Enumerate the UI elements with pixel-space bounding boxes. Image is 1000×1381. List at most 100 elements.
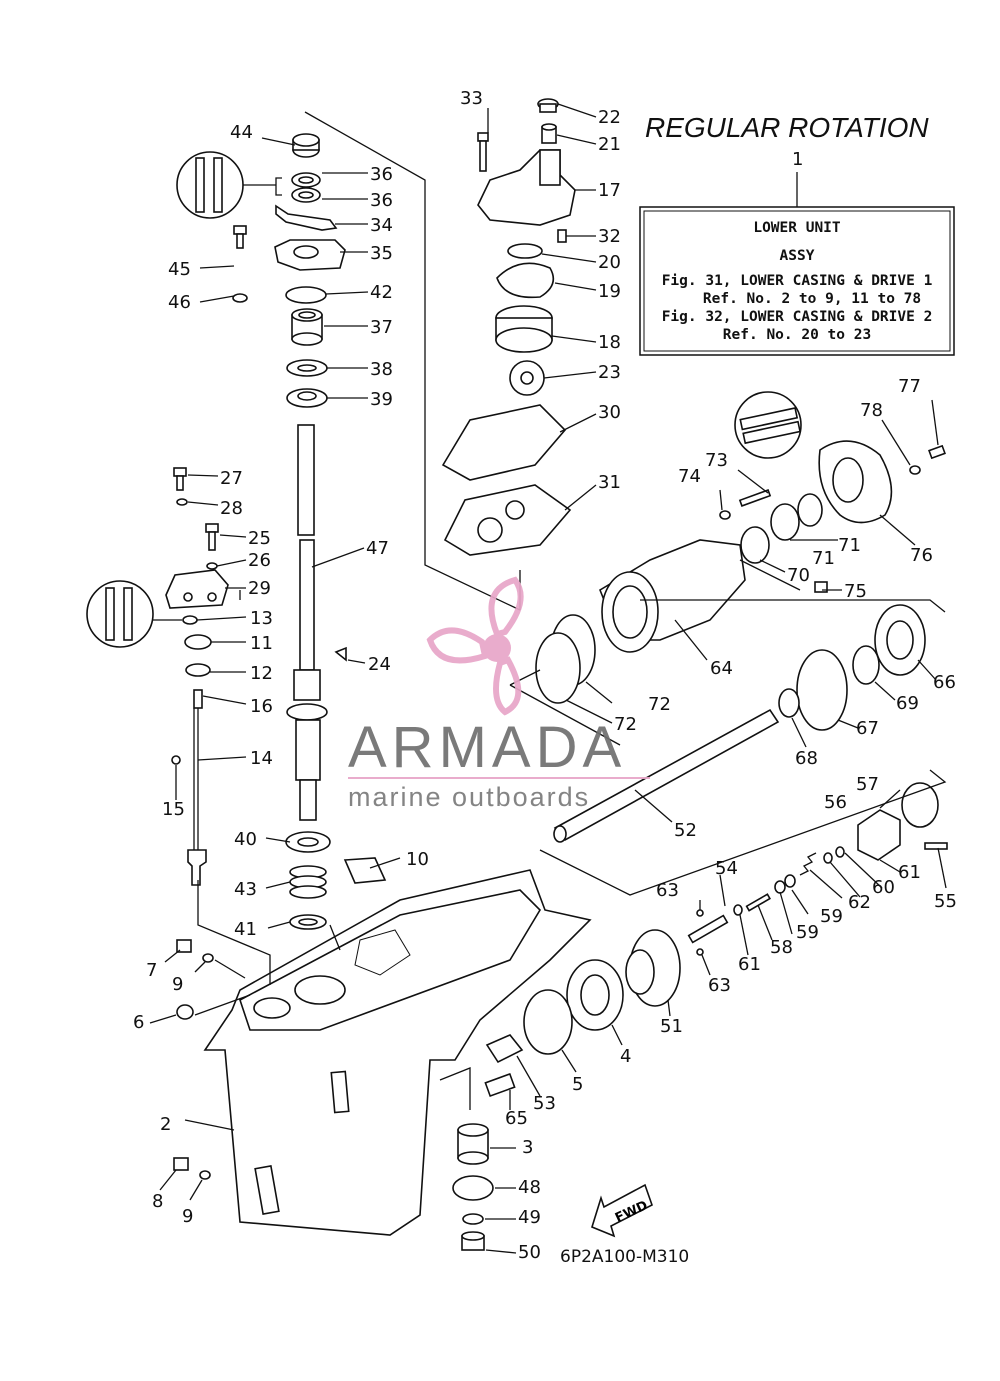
label-10: 10	[406, 849, 429, 870]
label-23: 23	[598, 362, 621, 383]
callout-1: 1	[792, 149, 803, 170]
label-2: 2	[160, 1114, 171, 1135]
info-box-line-5: Fig. 32, LOWER CASING & DRIVE 2	[662, 309, 933, 325]
label-11: 11	[250, 633, 273, 654]
label-16: 16	[250, 696, 273, 717]
label-73: 73	[705, 450, 728, 471]
label-18: 18	[598, 332, 621, 353]
label-52: 52	[674, 820, 697, 841]
label-70: 70	[787, 565, 810, 586]
label-42: 42	[370, 282, 393, 303]
label-24: 24	[368, 654, 391, 675]
label-9b: 9	[182, 1206, 193, 1227]
label-19: 19	[598, 281, 621, 302]
lower-casing	[173, 857, 592, 1236]
label-68: 68	[795, 748, 818, 769]
label-77: 77	[898, 376, 921, 397]
label-62: 62	[848, 892, 871, 913]
label-57: 57	[856, 774, 879, 795]
diagram-title: REGULAR ROTATION	[645, 112, 929, 143]
label-51: 51	[660, 1016, 683, 1037]
label-43: 43	[234, 879, 257, 900]
label-54: 54	[715, 858, 738, 879]
fwd-arrow-icon: FWD	[591, 1183, 653, 1238]
label-66: 66	[933, 672, 956, 693]
label-4: 4	[620, 1046, 631, 1067]
label-48: 48	[518, 1177, 541, 1198]
label-5: 5	[572, 1074, 583, 1095]
part-labels: 2 3 4 5 6 7 8 9 9 10 11 12 13 14 15 16 1…	[133, 88, 957, 1263]
label-37: 37	[370, 317, 393, 338]
label-53: 53	[533, 1093, 556, 1114]
label-20: 20	[598, 252, 621, 273]
watermark-propeller-icon	[426, 576, 524, 716]
label-13: 13	[250, 608, 273, 629]
label-22: 22	[598, 107, 621, 128]
label-41: 41	[234, 919, 257, 940]
drawing-code: 6P2A100-M310	[560, 1247, 689, 1267]
label-76: 76	[910, 545, 933, 566]
label-59a: 59	[796, 922, 819, 943]
label-45: 45	[168, 259, 191, 280]
label-35: 35	[370, 243, 393, 264]
shift-rod-assembly	[86, 467, 229, 886]
label-14: 14	[250, 748, 273, 769]
label-28: 28	[220, 498, 243, 519]
label-27: 27	[220, 468, 243, 489]
label-64: 64	[710, 658, 733, 679]
label-75: 75	[844, 581, 867, 602]
label-71b: 71	[838, 535, 861, 556]
label-8: 8	[152, 1191, 163, 1212]
label-36a: 36	[370, 164, 393, 185]
label-17: 17	[598, 180, 621, 201]
label-60: 60	[872, 877, 895, 898]
pinion-assembly	[452, 1034, 524, 1251]
info-box-line-1: LOWER UNIT	[753, 220, 841, 236]
label-29: 29	[248, 578, 271, 599]
label-34: 34	[370, 215, 393, 236]
label-50: 50	[518, 1242, 541, 1263]
label-71a: 71	[812, 548, 835, 569]
label-36b: 36	[370, 190, 393, 211]
label-46: 46	[168, 292, 191, 313]
label-63a: 63	[656, 880, 679, 901]
label-47: 47	[366, 538, 389, 559]
label-26: 26	[248, 550, 271, 571]
label-59b: 59	[820, 906, 843, 927]
label-44: 44	[230, 122, 253, 143]
info-box-line-6: Ref. No. 20 to 23	[723, 327, 871, 343]
prop-shaft-housing-assembly	[523, 391, 948, 1055]
label-72a: 72	[648, 694, 671, 715]
label-3: 3	[522, 1137, 533, 1158]
label-21: 21	[598, 134, 621, 155]
label-15: 15	[162, 799, 185, 820]
label-78: 78	[860, 400, 883, 421]
label-25: 25	[248, 528, 271, 549]
label-61b: 61	[898, 862, 921, 883]
info-box-line-3: Fig. 31, LOWER CASING & DRIVE 1	[662, 273, 933, 289]
label-40: 40	[234, 829, 257, 850]
label-49: 49	[518, 1207, 541, 1228]
label-69: 69	[896, 693, 919, 714]
label-56: 56	[824, 792, 847, 813]
label-39: 39	[370, 389, 393, 410]
label-33: 33	[460, 88, 483, 109]
label-32: 32	[598, 226, 621, 247]
water-pump-assembly	[441, 98, 576, 556]
label-67: 67	[856, 718, 879, 739]
label-31: 31	[598, 472, 621, 493]
info-box	[639, 206, 955, 356]
label-61a: 61	[738, 954, 761, 975]
label-55: 55	[934, 891, 957, 912]
label-58: 58	[770, 937, 793, 958]
label-9a: 9	[172, 974, 183, 995]
label-30: 30	[598, 402, 621, 423]
info-box-line-2: ASSY	[780, 248, 815, 264]
label-12: 12	[250, 663, 273, 684]
drive-shaft-assembly	[176, 133, 347, 930]
info-box-line-4: Ref. No. 2 to 9, 11 to 78	[703, 291, 921, 307]
label-74: 74	[678, 466, 701, 487]
label-6: 6	[133, 1012, 144, 1033]
label-72b: 72	[614, 714, 637, 735]
